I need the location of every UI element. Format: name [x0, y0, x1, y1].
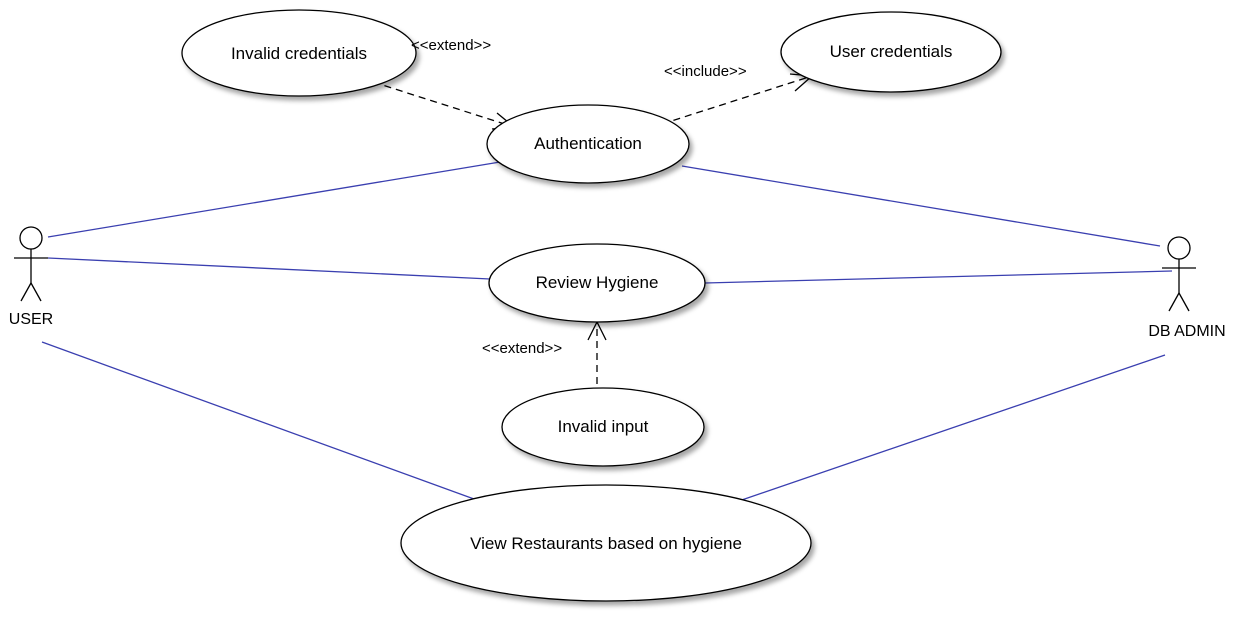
associations [41, 161, 1173, 504]
assoc-user-review-hygiene[interactable] [47, 257, 491, 280]
actor-leg-right [1178, 292, 1190, 312]
use-case-user-credentials[interactable]: User credentials [780, 11, 1002, 93]
use-case-invalid-credentials[interactable]: Invalid credentials [181, 9, 417, 97]
assoc-user-view-restaurants[interactable] [41, 341, 486, 504]
include-arrow-user-credentials[interactable] [661, 75, 813, 125]
use-case-label: View Restaurants based on hygiene [470, 534, 742, 553]
stereotype-extend-input: <<extend>> [482, 340, 562, 357]
use-case-label: Invalid credentials [231, 44, 367, 63]
extend-arrow-invalid-credentials[interactable] [372, 81, 515, 128]
actor-leg-left [20, 282, 32, 302]
actor-user[interactable] [14, 226, 48, 302]
actor-db-admin[interactable] [1162, 236, 1196, 312]
actor-head [1167, 236, 1191, 260]
assoc-admin-review-hygiene[interactable] [704, 270, 1173, 284]
actor-head [19, 226, 43, 250]
stereotype-extend-credentials: <<extend>> [411, 37, 491, 54]
assoc-user-authentication[interactable] [47, 161, 501, 238]
actor-db-admin-label: DB ADMIN [1148, 323, 1225, 340]
use-case-label: Authentication [534, 134, 642, 153]
actor-leg-left [1168, 292, 1180, 312]
assoc-admin-authentication[interactable] [681, 165, 1161, 247]
assoc-admin-view-restaurants[interactable] [732, 354, 1166, 504]
use-case-view-restaurants[interactable]: View Restaurants based on hygiene [400, 484, 812, 602]
use-case-invalid-input[interactable]: Invalid input [501, 387, 705, 467]
use-case-review-hygiene[interactable]: Review Hygiene [488, 243, 706, 323]
use-case-authentication[interactable]: Authentication [486, 104, 690, 184]
use-case-label: Review Hygiene [536, 273, 659, 292]
actor-user-label: USER [9, 311, 53, 328]
use-case-label: Invalid input [558, 417, 649, 436]
use-case-label: User credentials [830, 42, 953, 61]
actor-leg-right [30, 282, 42, 302]
stereotype-include-credentials: <<include>> [664, 63, 747, 80]
